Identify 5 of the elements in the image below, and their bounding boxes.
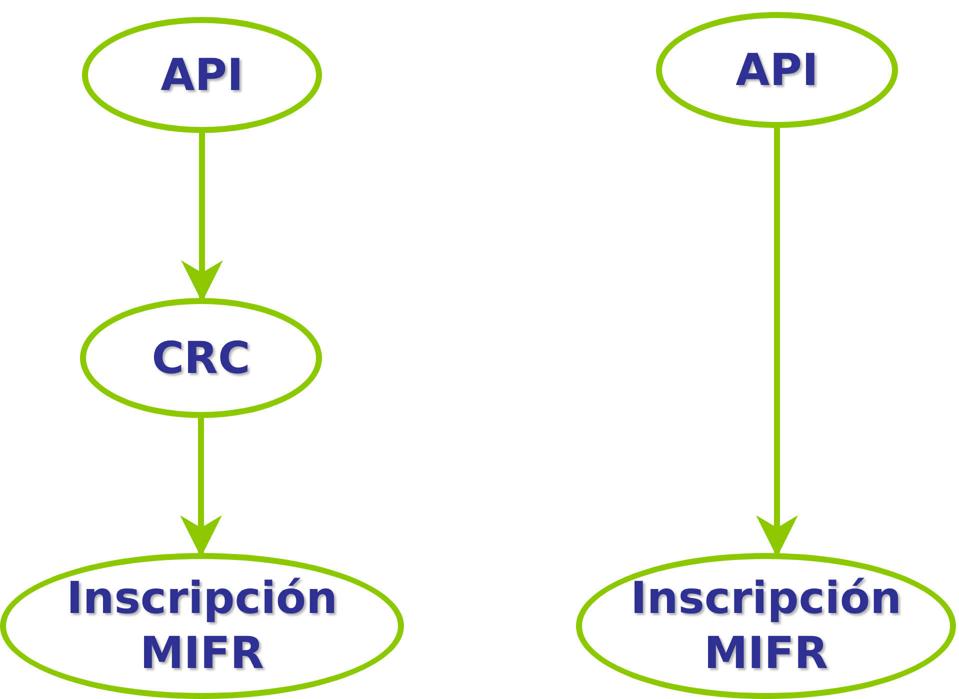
node-label: API — [160, 48, 244, 102]
node-label: Inscripción MIFR — [66, 572, 338, 681]
node-label: API — [736, 44, 818, 98]
node-label: Inscripción MIFR — [630, 572, 902, 681]
node-label: CRC — [152, 332, 250, 386]
